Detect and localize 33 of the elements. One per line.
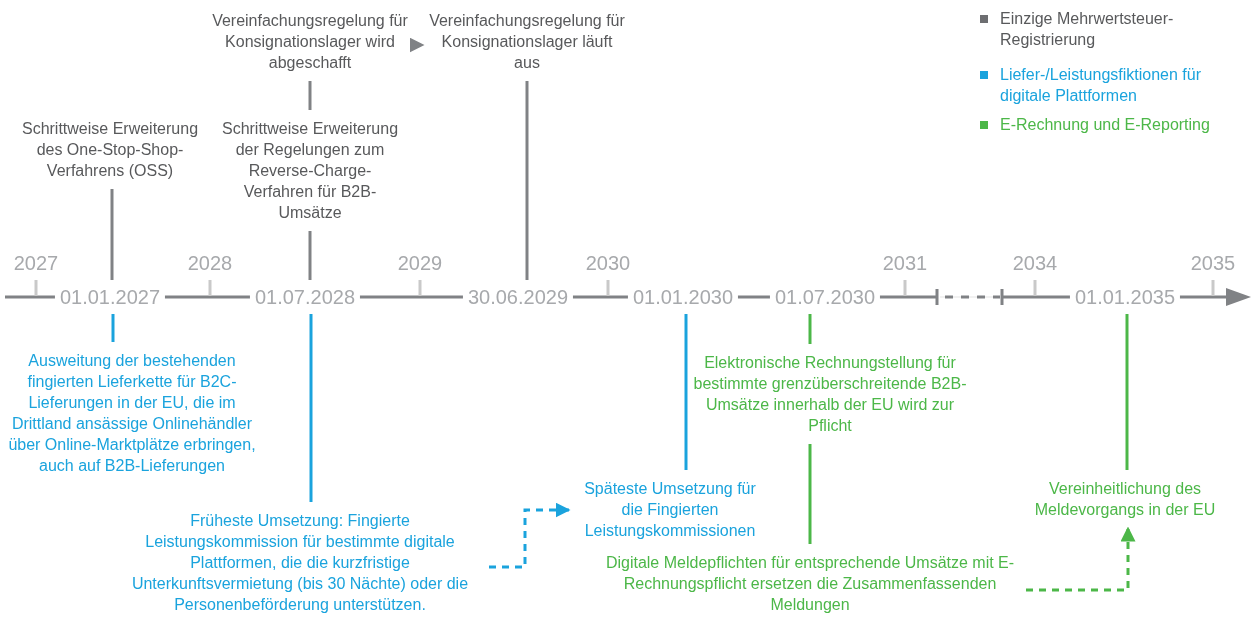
event-text: Vereinfachungsregelung für Konsignationslager wird abgeschafft: [210, 10, 410, 73]
event-text: Ausweitung der bestehenden fingierten Lieferkette für B2C-Lieferungen in der EU, die im Drittland ansässige Onlinehändler über Online-Marktplätze erbringen, auch auf B2B-Lieferungen: [4, 350, 260, 476]
connector-line: [684, 314, 688, 470]
event-text: Elektronische Rechnungstellung für bestimmte grenzüberschreitende B2B-Umsätze innerhalb der EU wird zur Pflicht: [690, 352, 970, 436]
year-label: 2031: [882, 252, 928, 274]
connector-line: [111, 314, 115, 342]
event-text: Späteste Umsetzung für die Fingierten Leistungskommissionen: [575, 478, 765, 541]
dashed-arrow: [1026, 526, 1136, 592]
connector-line: [525, 81, 529, 280]
event-text: Vereinfachungsregelung für Konsignationslager läuft aus: [427, 10, 627, 73]
event-text: Schrittweise Erweiterung des One-Stop-Shop-Verfahrens (OSS): [10, 118, 210, 181]
year-label: 2034: [1012, 252, 1058, 274]
connector-line: [110, 189, 114, 280]
year-label: 2030: [585, 252, 631, 274]
event-text: Digitale Meldepflichten für entsprechende Umsätze mit E-Rechnungspflicht ersetzen die Zusammenfassenden Meldungen: [600, 552, 1020, 615]
legend-text: E-Rechnung und E-Reporting: [1000, 115, 1211, 135]
legend-text: Liefer-/Leistungsfiktionen für digitale Plattformen: [1000, 65, 1202, 106]
event-text: Früheste Umsetzung: Fingierte Leistungskommission für bestimmte digitale Plattformen, die die kurzfristige Unterkunftsvermietung (bis 30 Nächte) oder die Personenbeförderung unterstützen.: [115, 510, 485, 615]
dashed-arrow: [489, 502, 571, 569]
connector-line: [808, 444, 812, 544]
connector-line: [308, 81, 312, 110]
connector-line: [808, 314, 812, 344]
year-label: 2029: [397, 252, 443, 274]
year-label: 2027: [13, 252, 59, 274]
event-text: Vereinheitlichung des Meldevorgangs in der EU: [1025, 478, 1225, 520]
connector-line: [309, 314, 313, 502]
dashed-arrow: [409, 37, 425, 53]
connector-line: [1125, 314, 1129, 470]
year-label: 2028: [187, 252, 233, 274]
year-label: 2035: [1190, 252, 1236, 274]
event-text: Schrittweise Erweiterung der Regelungen zum Reverse-Charge-Verfahren für B2B-Umsätze: [215, 118, 405, 223]
legend-text: Einzige Mehrwertsteuer-Registrierung: [1000, 9, 1175, 50]
connector-line: [308, 231, 312, 280]
